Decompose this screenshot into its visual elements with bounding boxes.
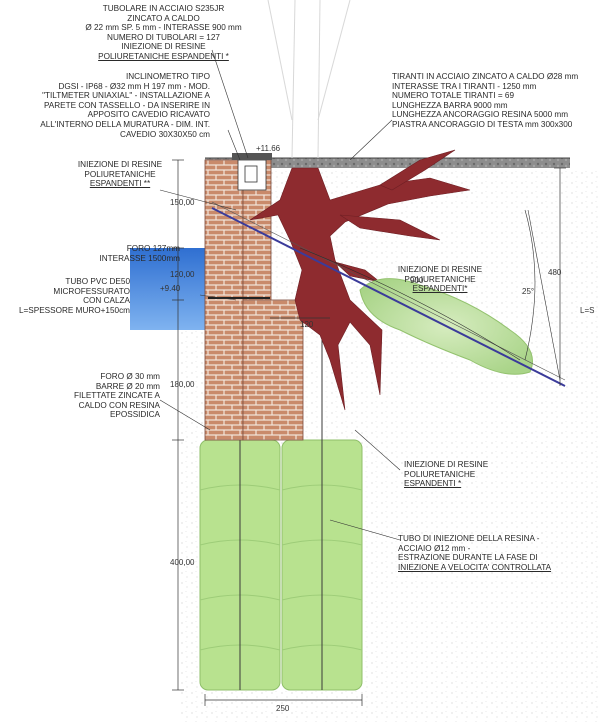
- note-line: CAVEDIO 30X30X50 cm: [120, 129, 210, 139]
- note-line: INTERASSE 1500mm: [99, 253, 180, 263]
- note-tiranti: TIRANTI IN ACCIAIO ZINCATO A CALDO Ø28 m…: [392, 72, 597, 130]
- note-inclinometro: INCLINOMETRO TIPO DGSI - IP68 - Ø32 mm H…: [10, 72, 210, 139]
- note-line: NUMERO TOTALE TIRANTI = 69: [392, 91, 515, 101]
- note-line: INIEZIONE DI RESINE: [404, 460, 489, 469]
- note-line: INIEZIONE A VELOCITA' CONTROLLATA: [398, 562, 552, 572]
- note-line: BARRE Ø 20 mm: [95, 381, 160, 391]
- note-foro: FORO 127mm INTERASSE 1500mm: [60, 244, 180, 263]
- note-line: ESPANDENTI *: [404, 479, 462, 489]
- note-line: Ø 22 mm SP. 5 mm - INTERASSE 900 mm: [85, 23, 242, 33]
- note-line: EPOSSIDICA: [109, 410, 160, 420]
- dim-900: 900: [410, 276, 424, 285]
- dim-120-h: 120,00: [170, 270, 195, 279]
- note-line: INCLINOMETRO TIPO: [125, 72, 210, 81]
- note-line: CON CALZA: [83, 296, 130, 306]
- tree-roots: [249, 149, 471, 411]
- note-line: INIEZIONE DI RESINE: [121, 42, 206, 52]
- note-line: PIASTRA ANCORAGGIO DI TESTA mm 300x300: [392, 119, 573, 129]
- brick-wall: [204, 153, 304, 441]
- note-line: ALL'INTERNO DELLA MURATURA - DIM. INT.: [40, 119, 210, 129]
- dim-angle: 25°: [522, 287, 535, 296]
- dim-400: 400,00: [170, 558, 195, 567]
- note-line: TUBO DI INIEZIONE DELLA RESINA -: [398, 534, 540, 543]
- note-line: POLIURETANICHE: [84, 169, 156, 179]
- note-line: POLIURETANICHE: [404, 469, 476, 479]
- dim-120-w: 120: [300, 320, 314, 329]
- dim-480: 480: [548, 268, 562, 277]
- note-line: CALDO CON RESINA: [78, 400, 160, 410]
- dim-ls: L=S: [580, 306, 595, 315]
- note-tubo-iniezione: TUBO DI INIEZIONE DELLA RESINA - ACCIAIO…: [398, 534, 583, 572]
- note-line: APPOSITO CAVEDIO RICAVATO: [87, 110, 210, 120]
- note-line: INIEZIONE DI RESINE: [397, 265, 483, 274]
- anchor-bar: [211, 207, 566, 387]
- note-line: NUMERO DI TUBOLARI = 127: [107, 32, 220, 42]
- note-line: TUBOLARE IN ACCIAIO S235JR: [102, 4, 225, 13]
- note-line: FILETTATE ZINCATE A: [74, 391, 160, 401]
- note-line: FORO Ø 30 mm: [100, 372, 160, 381]
- note-line: ESPANDENTI*: [412, 284, 468, 294]
- level-top: +11.66: [256, 144, 281, 153]
- note-iniezione-3: INIEZIONE DI RESINE POLIURETANICHE ESPAN…: [404, 460, 524, 489]
- note-line: TIRANTI IN ACCIAIO ZINCATO A CALDO Ø28 m…: [392, 72, 579, 81]
- note-line: ESTRAZIONE DURANTE LA FASE DI: [398, 553, 538, 563]
- note-line: ZINCATO A CALDO: [127, 13, 200, 23]
- note-line: LUNGHEZZA BARRA 9000 mm: [392, 100, 508, 110]
- dim-250: 250: [276, 704, 290, 713]
- note-line: TUBO PVC DE50: [65, 277, 130, 286]
- note-line: L=SPESSORE MURO+150cm: [18, 305, 130, 315]
- level-water: +9.40: [160, 284, 181, 293]
- note-iniezione-2: INIEZIONE DI RESINE POLIURETANICHE ESPAN…: [390, 265, 490, 294]
- water-body: [130, 248, 205, 330]
- note-line: MICROFESSURATO: [53, 286, 130, 296]
- note-line: FORO 127mm: [126, 244, 180, 253]
- dim-150: 150,00: [170, 198, 195, 207]
- note-tubo-pvc: TUBO PVC DE50 MICROFESSURATO CON CALZA L…: [10, 277, 130, 315]
- tree-trunk: [267, 0, 351, 159]
- note-iniezione-1: INIEZIONE DI RESINE POLIURETANICHE ESPAN…: [60, 160, 180, 189]
- note-line: "TILTMETER UNIAXIAL" - INSTALLAZIONE A: [42, 91, 210, 101]
- note-line: POLIURETANICHE: [404, 274, 476, 284]
- note-line: PARETE CON TASSELLO - DA INSERIRE IN: [43, 100, 210, 110]
- note-line: ESPANDENTI **: [89, 179, 151, 189]
- note-line: ACCIAIO Ø12 mm -: [398, 543, 471, 553]
- resin-columns: [199, 300, 363, 691]
- pavement-strip: [205, 158, 570, 168]
- dim-180: 180,00: [170, 380, 195, 389]
- note-tubolare: TUBOLARE IN ACCIAIO S235JR ZINCATO A CAL…: [76, 4, 251, 62]
- note-line: POLIURETANICHE ESPANDENTI *: [98, 51, 229, 61]
- note-line: INTERASSE TRA I TIRANTI - 1250 mm: [392, 81, 537, 91]
- note-foro-barre: FORO Ø 30 mm BARRE Ø 20 mm FILETTATE ZIN…: [50, 372, 160, 420]
- note-line: LUNGHEZZA ANCORAGGIO RESINA 5000 mm: [392, 110, 569, 120]
- note-line: DGSI - IP68 - Ø32 mm H 197 mm - MOD.: [58, 81, 211, 91]
- note-line: INIEZIONE DI RESINE: [77, 160, 163, 169]
